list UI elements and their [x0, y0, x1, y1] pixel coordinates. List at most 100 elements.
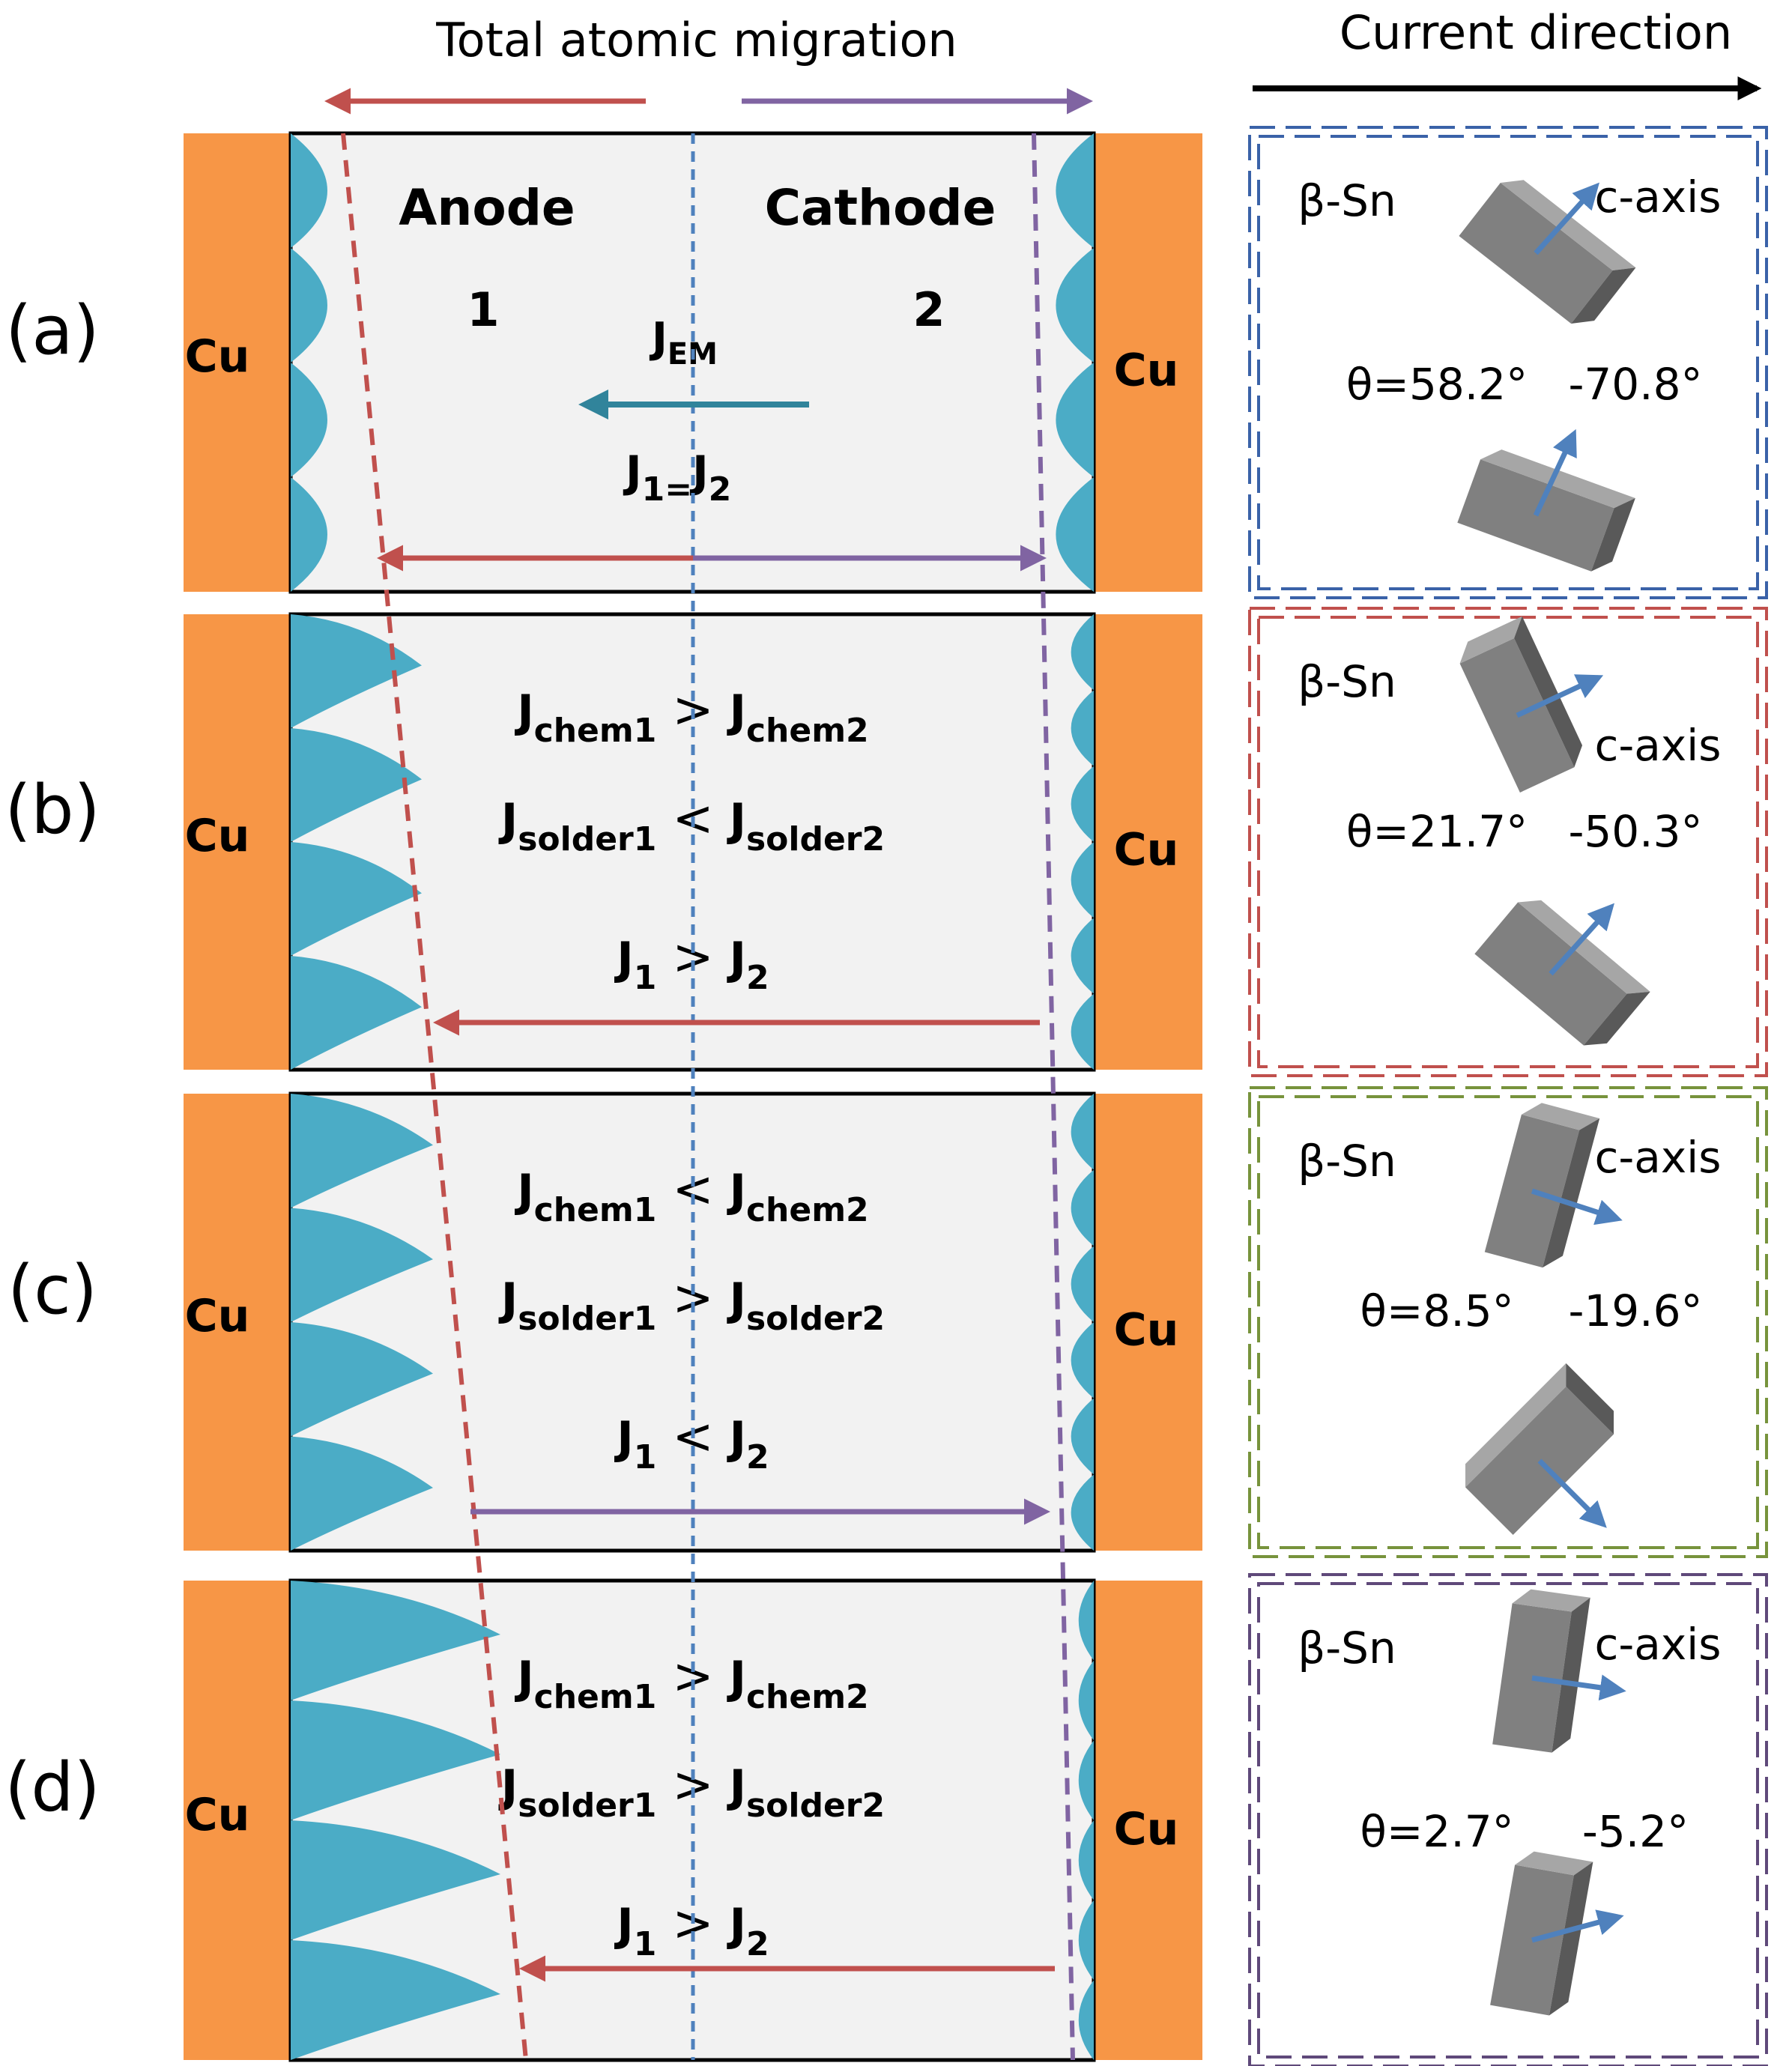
imc-layer-anode — [291, 614, 422, 1070]
theta-2-label: -70.8° — [1568, 359, 1702, 410]
region-1-label: 1 — [467, 282, 499, 337]
beta-sn-crystal-upper — [1459, 616, 1583, 793]
crystal-side — [1543, 1118, 1600, 1268]
theta-2-label: -19.6° — [1568, 1285, 1702, 1336]
flux-relation: Jsolder1 > Jsolder2 — [498, 1269, 885, 1338]
theta-1-label: θ=58.2° — [1346, 359, 1528, 410]
c-axis-arrow — [1533, 428, 1577, 517]
crystal-side — [1583, 991, 1650, 1046]
beta-sn-label: β-Sn — [1298, 656, 1396, 707]
c-axis-label: c-axis — [1594, 172, 1721, 222]
crystal-top — [1512, 1589, 1590, 1612]
beta-sn-crystal-lower — [1490, 1851, 1593, 2016]
beta-sn-crystal-upper — [1459, 180, 1636, 324]
grain-frame — [1248, 126, 1768, 599]
panels: CuCu(a)AnodeCathode12JEMJ1=J2β-Snc-axisθ… — [4, 126, 1768, 2066]
flux-relation: J1 > J2 — [614, 928, 769, 997]
c-axis-label: c-axis — [1594, 1132, 1721, 1183]
imc-layer-anode — [291, 133, 327, 592]
c-axis-arrow — [1531, 1188, 1623, 1226]
cu-label-left: Cu — [185, 330, 250, 383]
cu-block-right — [1094, 1094, 1202, 1551]
crystal-side — [1566, 1363, 1614, 1435]
theta-1-label: θ=21.7° — [1346, 806, 1528, 857]
cu-block-left — [184, 133, 291, 592]
crystal-top — [1518, 900, 1650, 994]
c-axis-label: c-axis — [1594, 720, 1721, 771]
grain-frame-inner — [1257, 1095, 1759, 1549]
imc-layer-cathode — [1078, 1581, 1094, 2060]
c-axis-arrow — [1537, 1458, 1607, 1528]
crystal-face — [1459, 183, 1613, 324]
cu-block-left — [184, 1581, 291, 2060]
c-axis-arrow — [1549, 903, 1614, 976]
cu-block-right — [1094, 1581, 1202, 2060]
theta-2-label: -5.2° — [1582, 1806, 1689, 1857]
crystal-top — [1459, 616, 1522, 664]
beta-sn-crystal-upper — [1492, 1589, 1590, 1753]
crystal-top — [1480, 449, 1635, 509]
crystal-top — [1465, 1363, 1567, 1488]
panel-letter: (a) — [5, 291, 99, 370]
migration-title: Total atomic migration — [435, 13, 957, 67]
c-axis-label: c-axis — [1594, 1619, 1721, 1670]
cu-block-right — [1094, 133, 1202, 592]
crystal-side — [1552, 1597, 1590, 1753]
beta-sn-crystal-lower — [1474, 900, 1650, 1046]
cu-label-left: Cu — [185, 1290, 250, 1342]
imc-layer-cathode — [1056, 133, 1094, 592]
flux-relation: Jchem1 > Jchem2 — [514, 1647, 868, 1716]
beta-sn-crystal-lower — [1465, 1363, 1614, 1535]
flux-relation: Jsolder1 > Jsolder2 — [498, 1756, 885, 1825]
panel-letter: (d) — [4, 1748, 100, 1827]
cu-block-right — [1094, 614, 1202, 1070]
beta-sn-label: β-Sn — [1298, 1136, 1396, 1187]
imc-layer-anode — [291, 1581, 500, 2060]
current-direction-title: Current direction — [1340, 5, 1732, 60]
grain-frame-inner — [1257, 616, 1759, 1068]
cu-label-right: Cu — [1114, 823, 1179, 876]
c-axis-arrow — [1531, 1674, 1626, 1701]
anode-label: Anode — [399, 179, 575, 237]
c-axis-arrow — [1516, 674, 1604, 718]
cathode-label: Cathode — [765, 179, 996, 237]
grain-frame — [1248, 607, 1768, 1077]
imc-layer-cathode — [1071, 1094, 1094, 1551]
panel-letter: (c) — [7, 1251, 97, 1330]
flux-relation: Jchem1 > Jchem2 — [514, 681, 868, 750]
flux-relation: Jsolder1 < Jsolder2 — [498, 790, 885, 858]
flux-relation: Jchem1 < Jchem2 — [514, 1160, 868, 1229]
beta-sn-label: β-Sn — [1298, 175, 1396, 226]
grain-frame-inner — [1257, 135, 1759, 590]
imc-layer-anode — [291, 1094, 433, 1551]
beta-sn-label: β-Sn — [1298, 1623, 1396, 1673]
panel-letter: (b) — [4, 771, 100, 849]
crystal-side — [1590, 498, 1635, 572]
cu-block-left — [184, 614, 291, 1070]
c-axis-arrow — [1534, 182, 1599, 255]
theta-2-label: -50.3° — [1568, 806, 1702, 857]
grain-frame-inner — [1257, 1582, 1759, 2059]
theta-1-label: θ=2.7° — [1360, 1806, 1513, 1857]
cu-label-right: Cu — [1114, 1304, 1179, 1357]
beta-sn-crystal-lower — [1457, 449, 1635, 572]
cu-label-right: Cu — [1114, 1803, 1179, 1856]
beta-sn-crystal-upper — [1484, 1103, 1600, 1268]
imc-layer-cathode — [1071, 614, 1094, 1070]
cathode-interface-line — [1032, 133, 1075, 2061]
crystal-top — [1515, 1851, 1593, 1876]
cu-block-left — [184, 1094, 291, 1551]
cu-label-left: Cu — [185, 1789, 250, 1841]
c-axis-arrow — [1531, 1909, 1624, 1943]
crystal-side — [1571, 267, 1636, 324]
flux-relation: J1=J2 — [623, 446, 731, 509]
grain-frame — [1248, 1573, 1768, 2066]
theta-1-label: θ=8.5° — [1360, 1285, 1513, 1336]
crystal-top — [1500, 180, 1636, 271]
crystal-top — [1521, 1103, 1600, 1130]
cu-label-left: Cu — [185, 810, 250, 862]
crystal-side — [1514, 616, 1583, 768]
grain-frame — [1248, 1086, 1768, 1558]
region-2-label: 2 — [912, 282, 945, 337]
